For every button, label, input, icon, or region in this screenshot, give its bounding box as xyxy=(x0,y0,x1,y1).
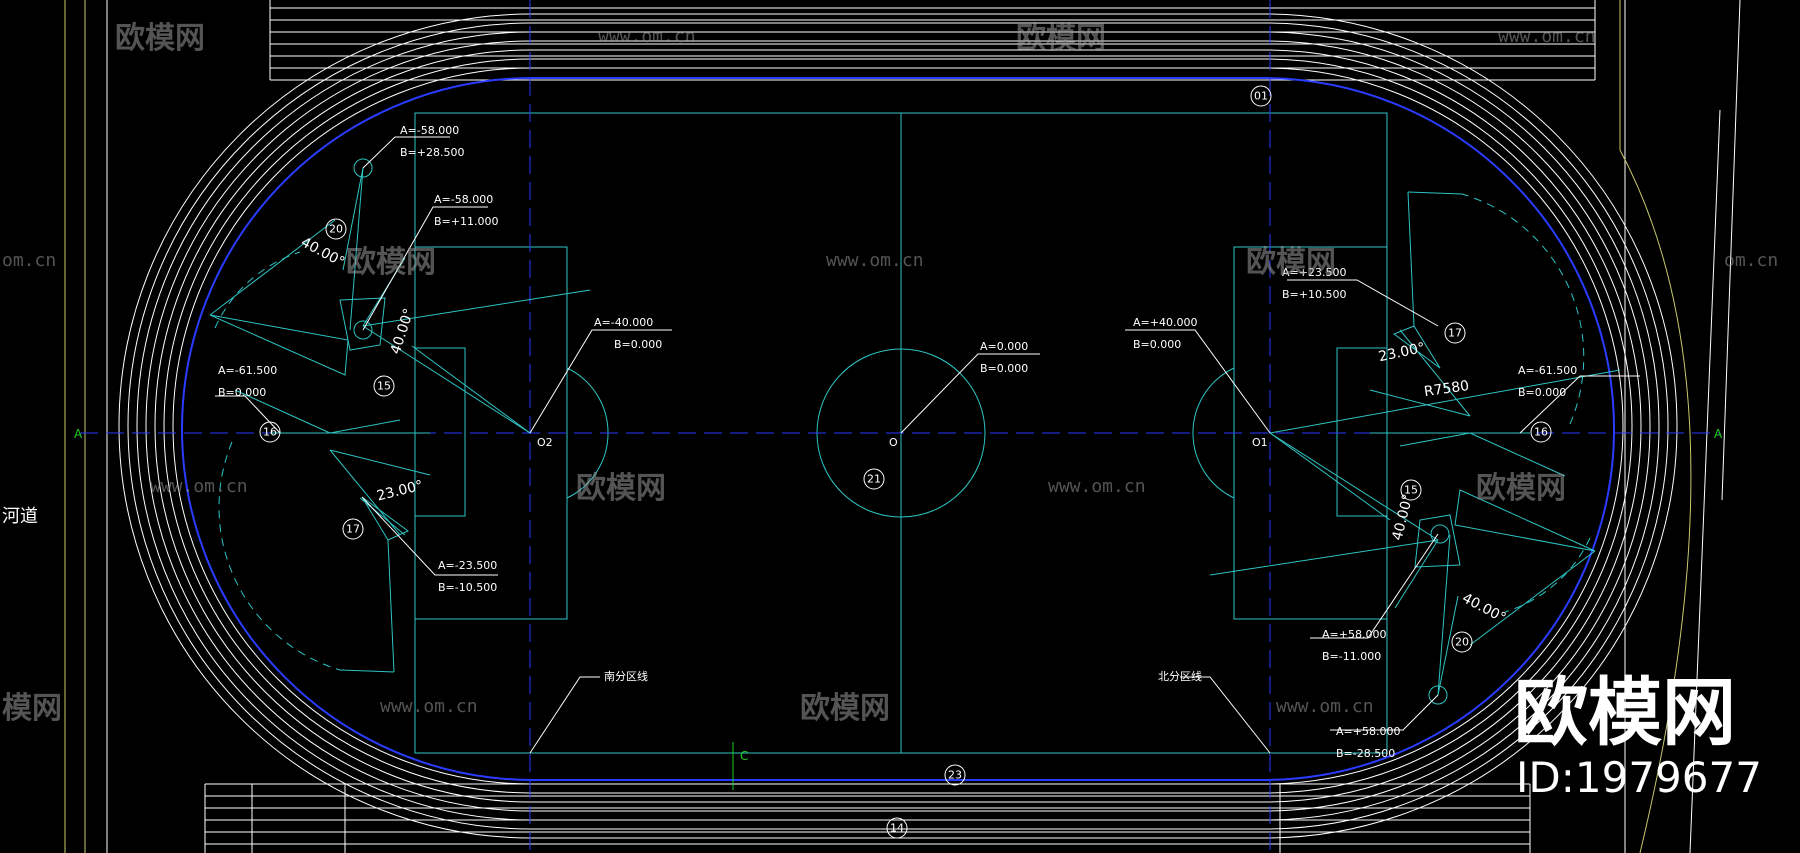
marker-17-right: 17 xyxy=(1448,327,1462,340)
coord-b-7: B=0.000 xyxy=(1133,338,1181,351)
center-right-label: O1 xyxy=(1252,436,1268,449)
leader-lines xyxy=(215,136,1640,754)
coord-a-5: A=-23.500 xyxy=(438,559,497,572)
watermark-brand-1: 欧模网 xyxy=(115,21,205,56)
coord-b-5: B=-10.500 xyxy=(438,581,497,594)
watermark-brand-2: 欧模网 xyxy=(1016,21,1106,56)
marker-numbers: 01 20 15 16 17 21 17 15 16 20 23 14 xyxy=(263,90,1548,835)
watermark-brand-5: 欧模网 xyxy=(576,471,666,506)
axis-bottom-label: C xyxy=(740,749,748,763)
watermarks: 欧模网 www.om.cn 欧模网 www.om.cn om.cn 欧模网 ww… xyxy=(2,21,1778,726)
marker-circles xyxy=(259,85,1552,839)
watermark-url-7: www.om.cn xyxy=(1048,476,1146,497)
radius-label: R7580 xyxy=(1423,378,1470,400)
marker-15-left: 15 xyxy=(377,380,391,393)
watermark-brand-3: 欧模网 xyxy=(346,245,436,280)
axis-right-label: A xyxy=(1714,427,1723,441)
watermark-brand-7: 模网 xyxy=(2,691,62,726)
coord-a-6: A=0.000 xyxy=(980,340,1028,353)
coord-a-10: A=+58.000 xyxy=(1322,628,1386,641)
running-track xyxy=(118,13,1678,839)
watermark-url-6: www.om.cn xyxy=(150,476,248,497)
site-boundary xyxy=(64,0,1741,853)
watermark-url-9: www.om.cn xyxy=(1276,696,1374,717)
coord-a-11: A=+58.000 xyxy=(1336,725,1400,738)
marker-20-right: 20 xyxy=(1455,636,1469,649)
center-middle-label: O xyxy=(889,436,898,449)
watermark-url-8: www.om.cn xyxy=(380,696,478,717)
coord-b-6: B=0.000 xyxy=(980,362,1028,375)
coord-a-8: A=+23.500 xyxy=(1282,266,1346,279)
south-zone-label: 南分区线 xyxy=(604,669,648,683)
coord-a-2: A=-58.000 xyxy=(434,193,493,206)
watermark-brand-6: 欧模网 xyxy=(1476,471,1566,506)
marker-21: 21 xyxy=(867,473,881,486)
coord-b-10: B=-11.000 xyxy=(1322,650,1381,663)
watermark-url-2: www.om.cn xyxy=(1498,26,1596,47)
coord-b-4: B=0.000 xyxy=(218,386,266,399)
watermark-url-1: www.om.cn xyxy=(598,26,696,47)
coord-a-7: A=+40.000 xyxy=(1133,316,1197,329)
north-zone-label: 北分区线 xyxy=(1158,669,1202,683)
marker-15-right: 15 xyxy=(1404,484,1418,497)
coord-b-2: B=+11.000 xyxy=(434,215,498,228)
marker-23: 23 xyxy=(948,769,962,782)
coord-b-8: B=+10.500 xyxy=(1282,288,1346,301)
river-label: 河道 xyxy=(2,506,38,527)
coord-a-4: A=-61.500 xyxy=(218,364,277,377)
marker-16-right: 16 xyxy=(1534,426,1548,439)
watermark-brand-4: 欧模网 xyxy=(1246,245,1336,280)
coord-b-9: B=0.000 xyxy=(1518,386,1566,399)
marker-14: 14 xyxy=(890,822,904,835)
marker-16-left: 16 xyxy=(263,426,277,439)
id-label: ID:1979677 xyxy=(1516,753,1762,802)
marker-20-left: 20 xyxy=(329,223,343,236)
coord-b-3: B=0.000 xyxy=(614,338,662,351)
coordinate-labels: A=-58.000 B=+28.500 A=-58.000 B=+11.000 … xyxy=(218,124,1577,760)
marker-01: 01 xyxy=(1254,90,1268,103)
coord-a-3: A=-40.000 xyxy=(594,316,653,329)
coord-b-11: B=-28.500 xyxy=(1336,747,1395,760)
marker-17-left: 17 xyxy=(346,523,360,536)
watermark-url-3: om.cn xyxy=(2,250,56,271)
axis-left-label: A xyxy=(74,427,83,441)
center-labels: O2 O O1 xyxy=(537,436,1268,449)
brand-logo: 欧模网 xyxy=(1514,670,1736,756)
track-inner-edge xyxy=(181,77,1615,781)
coord-a-1: A=-58.000 xyxy=(400,124,459,137)
coord-a-9: A=-61.500 xyxy=(1518,364,1577,377)
coord-b-1: B=+28.500 xyxy=(400,146,464,159)
watermark-url-5: om.cn xyxy=(1724,250,1778,271)
watermark-url-4: www.om.cn xyxy=(826,250,924,271)
center-left-label: O2 xyxy=(537,436,553,449)
watermark-brand-8: 欧模网 xyxy=(800,691,890,726)
